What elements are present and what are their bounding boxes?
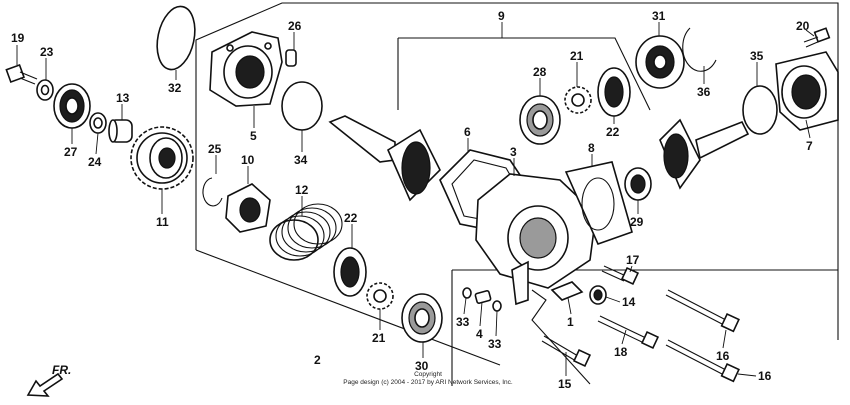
callout-36: 36 xyxy=(697,85,711,99)
lock-nut-21-upper xyxy=(564,86,592,114)
bolt-16-upper xyxy=(665,289,740,333)
bolt-18 xyxy=(597,315,660,350)
fitting-4 xyxy=(474,290,492,304)
front-direction-arrow-icon xyxy=(26,372,64,397)
spring-12 xyxy=(269,203,343,261)
callout-34: 34 xyxy=(294,153,308,167)
callout-7: 7 xyxy=(806,139,813,153)
callout-8: 8 xyxy=(588,141,595,155)
callout-26: 26 xyxy=(288,19,302,33)
o-ring-35 xyxy=(742,85,778,135)
callout-32: 32 xyxy=(168,81,182,95)
bolt-16-lower xyxy=(665,339,740,383)
snap-ring-36 xyxy=(682,27,717,72)
seal-14 xyxy=(589,285,607,305)
callout-numbers: 19 23 32 26 9 31 20 13 28 21 35 36 5 27 … xyxy=(11,9,813,391)
callout-4: 4 xyxy=(476,327,483,341)
housing-5 xyxy=(209,31,283,107)
bearing-27 xyxy=(53,83,91,129)
snap-ring-25 xyxy=(202,177,223,207)
callout-30: 30 xyxy=(415,359,429,373)
callout-33-left: 33 xyxy=(456,315,470,329)
bolt-15 xyxy=(541,335,592,368)
ring-gear-22-upper xyxy=(597,67,631,117)
callout-31: 31 xyxy=(652,9,666,23)
bolt-19 xyxy=(5,63,38,85)
dowel-pin-26 xyxy=(285,49,297,67)
callout-12: 12 xyxy=(295,183,309,197)
callout-6: 6 xyxy=(464,125,471,139)
callout-10: 10 xyxy=(241,153,255,167)
copyright-line-2: Page design (c) 2004 - 2017 by ARI Netwo… xyxy=(343,379,513,386)
bearing-30 xyxy=(401,293,443,343)
callout-14: 14 xyxy=(622,295,636,309)
seal-31 xyxy=(635,35,685,89)
callout-5: 5 xyxy=(250,129,257,143)
callout-28: 28 xyxy=(533,65,547,79)
callout-11: 11 xyxy=(156,215,169,229)
callout-15: 15 xyxy=(558,377,572,391)
bracket-1 xyxy=(550,281,584,301)
shaft-9-right xyxy=(659,118,750,190)
callout-25: 25 xyxy=(208,142,222,156)
callout-2: 2 xyxy=(314,353,321,367)
gasket-8 xyxy=(564,161,633,246)
callout-20: 20 xyxy=(796,19,810,33)
callout-27: 27 xyxy=(64,145,78,159)
lock-nut-21-lower xyxy=(366,282,394,310)
ring-gear-22-lower xyxy=(333,247,367,297)
shaft-9-left xyxy=(328,115,441,202)
bolt-17 xyxy=(601,265,640,286)
leader-lines xyxy=(16,22,815,377)
callout-9: 9 xyxy=(498,9,505,23)
callout-21-upper: 21 xyxy=(570,49,584,63)
gear-11 xyxy=(130,126,194,190)
callout-23: 23 xyxy=(40,45,54,59)
clutch-10 xyxy=(225,183,271,233)
bearing-29 xyxy=(624,167,652,201)
copyright-line-1: Copyright xyxy=(414,371,442,378)
callout-24: 24 xyxy=(88,155,102,169)
callout-22-lower: 22 xyxy=(344,211,358,225)
callout-3: 3 xyxy=(510,145,517,159)
washer-24 xyxy=(89,112,107,134)
washer-33-right xyxy=(492,300,502,312)
o-ring-34 xyxy=(281,81,323,131)
callout-18: 18 xyxy=(614,345,628,359)
callout-17: 17 xyxy=(626,253,640,267)
callout-33-right: 33 xyxy=(488,337,502,351)
callout-22-upper: 22 xyxy=(606,125,620,139)
callout-16-lower: 16 xyxy=(758,369,772,383)
gear-case-3 xyxy=(475,173,597,306)
callout-1: 1 xyxy=(567,315,574,329)
callout-21-lower: 21 xyxy=(372,331,386,345)
callout-29: 29 xyxy=(630,215,644,229)
bearing-28 xyxy=(519,95,561,145)
o-ring-32 xyxy=(156,5,196,71)
callout-16-upper: 16 xyxy=(716,349,730,363)
collar-13 xyxy=(108,119,133,143)
washer-23 xyxy=(36,79,54,101)
bolt-20 xyxy=(803,27,831,48)
front-direction-label: FR. xyxy=(52,363,71,377)
callout-13: 13 xyxy=(116,91,130,105)
cover-7 xyxy=(775,51,839,131)
callout-19: 19 xyxy=(11,31,25,45)
callout-35: 35 xyxy=(750,49,764,63)
washer-33-left xyxy=(462,287,472,299)
